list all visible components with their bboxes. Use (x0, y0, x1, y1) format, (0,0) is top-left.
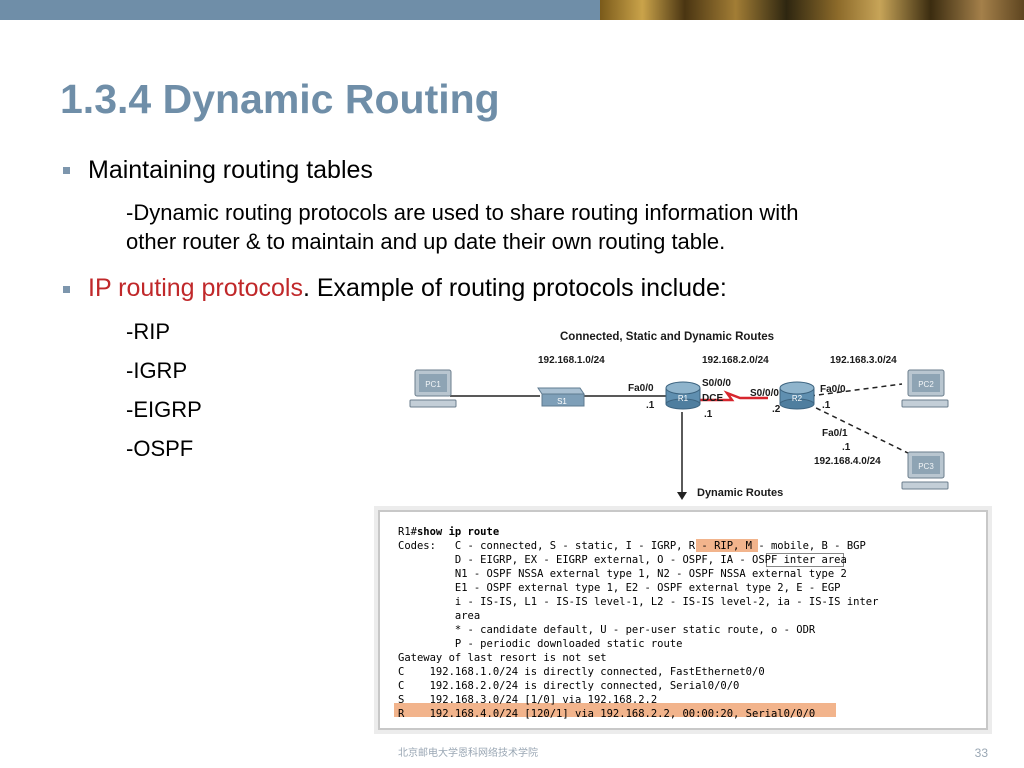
page-number: 33 (974, 746, 988, 760)
sub-bullet-line-2: other router & to maintain and up date t… (126, 229, 726, 254)
terminal-line: Codes: C - connected, S - static, I - IG… (398, 540, 866, 552)
banner-photo-strip (600, 0, 1024, 20)
network-label-3: 192.168.3.0/24 (830, 355, 897, 366)
top-banner (0, 0, 1024, 20)
dce-label: DCE (702, 393, 723, 404)
terminal-line: N1 - OSPF NSSA external type 1, N2 - OSP… (398, 568, 847, 580)
square-bullet-icon (63, 167, 70, 174)
serial-link-r1-r2 (700, 390, 768, 402)
highlight-r-rip (696, 539, 758, 552)
pc3-computer-icon: PC3 (901, 451, 949, 490)
terminal-route-line: C 192.168.1.0/24 is directly connected, … (398, 666, 765, 678)
bullet-maintaining-routing-tables: Maintaining routing tables (88, 156, 373, 184)
network-label-2: 192.168.2.0/24 (702, 355, 769, 366)
arrow-down-icon (677, 492, 687, 500)
terminal-line: P - periodic downloaded static route (398, 638, 683, 650)
pc1-computer-icon: PC1 (409, 369, 457, 408)
terminal-line: Gateway of last resort is not set (398, 652, 607, 664)
r1-s000-label: S0/0/0 (702, 378, 731, 389)
protocol-ospf: -OSPF (126, 436, 194, 461)
r1-router-icon: R1 (665, 381, 701, 410)
diagram-title: Connected, Static and Dynamic Routes (560, 331, 774, 343)
terminal-line: E1 - OSPF external type 1, E2 - OSPF ext… (398, 582, 841, 594)
terminal-route-line: S 192.168.3.0/24 [1/0] via 192.168.2.2 (398, 694, 658, 706)
r2-label: R2 (792, 394, 803, 403)
r2-router-icon: R2 (779, 381, 815, 410)
dynamic-routes-label: Dynamic Routes (697, 487, 783, 499)
terminal-line: i - IS-IS, L1 - IS-IS level-1, L2 - IS-I… (398, 596, 879, 608)
terminal-line: D - EIGRP, EX - EIGRP external, O - OSPF… (398, 554, 847, 566)
slide-title: 1.3.4 Dynamic Routing (60, 76, 500, 122)
terminal-route-line: C 192.168.2.0/24 is directly connected, … (398, 680, 740, 692)
r2-fa01-label: Fa0/1 (822, 428, 848, 439)
highlight-box-ospf (766, 553, 844, 567)
r2-s000-ip: .2 (772, 404, 781, 415)
r1-label: R1 (678, 394, 689, 403)
terminal-line: area (398, 610, 481, 622)
protocol-rip: -RIP (126, 319, 170, 344)
router-terminal-output: R1#show ip route Codes: C - connected, S… (378, 510, 988, 730)
network-topology-diagram: Connected, Static and Dynamic Routes 192… (409, 331, 949, 500)
r2-s000-label: S0/0/0 (750, 388, 779, 399)
protocol-eigrp: -EIGRP (126, 397, 202, 422)
s1-label: S1 (557, 397, 567, 406)
bullet-ip-routing-protocols: IP routing protocols. Example of routing… (88, 274, 727, 303)
pc2-computer-icon: PC2 (901, 369, 949, 408)
link-r2-pc3 (807, 403, 911, 455)
link-r2-pc2 (809, 383, 903, 397)
r1-s000-ip: .1 (704, 409, 713, 420)
r1-fa00-label: Fa0/0 (628, 383, 654, 394)
network-label-4: 192.168.4.0/24 (814, 456, 881, 467)
network-label-1: 192.168.1.0/24 (538, 355, 605, 366)
r2-fa01-ip: .1 (842, 442, 851, 453)
terminal-route-line: R 192.168.4.0/24 [120/1] via 192.168.2.2… (398, 708, 816, 720)
r2-fa00-ip: .1 (822, 400, 831, 411)
r2-fa00-label: Fa0/0 (820, 384, 846, 395)
s1-switch-icon: S1 (537, 387, 585, 407)
sub-bullet-line-1: -Dynamic routing protocols are used to s… (126, 200, 799, 225)
r1-fa00-ip: .1 (646, 400, 655, 411)
square-bullet-icon (63, 286, 70, 293)
highlight-rip-route (394, 703, 836, 717)
bullet-example-text: . Example of routing protocols include: (302, 274, 727, 302)
pc2-label: PC2 (918, 380, 934, 389)
footer-institution: 北京邮电大学恩科网络技术学院 (398, 748, 538, 759)
terminal-command-line: R1#show ip route (398, 526, 500, 538)
highlight-ip-routing-protocols: IP routing protocols (88, 274, 303, 302)
terminal-line: * - candidate default, U - per-user stat… (398, 624, 816, 636)
pc3-label: PC3 (918, 462, 934, 471)
pc1-label: PC1 (425, 380, 441, 389)
protocol-igrp: -IGRP (126, 358, 188, 383)
